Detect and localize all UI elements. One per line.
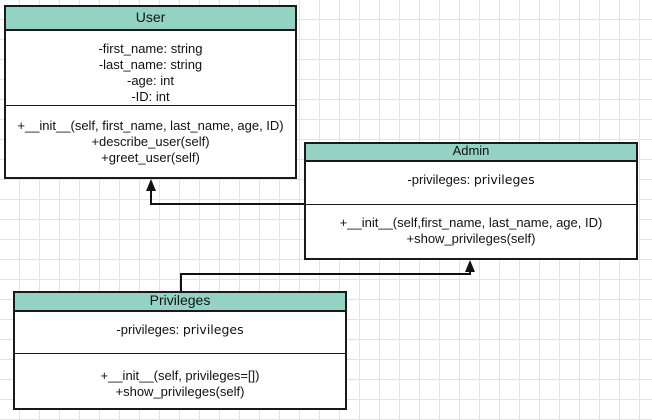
- admin-to-user-connector: [150, 191, 304, 205]
- class-user-attributes: -first_name: string -last_name: string -…: [6, 31, 295, 106]
- operation-show-privileges: +show_privileges(self): [406, 231, 536, 246]
- class-admin-name: Admin: [306, 144, 636, 162]
- privileges-to-admin-connector: [180, 272, 471, 291]
- admin-arrowhead: [465, 260, 475, 272]
- attribute-first-name: -first_name: string: [98, 41, 203, 56]
- operation-describe-user: +describe_user(self): [91, 134, 210, 149]
- class-privileges[interactable]: Privileges -privileges: privileges +__in…: [13, 291, 347, 410]
- class-user-name: User: [6, 7, 295, 31]
- operation-init: +__init__(self,first_name, last_name, ag…: [339, 215, 603, 230]
- attribute-id: -ID: int: [131, 89, 170, 104]
- class-privileges-name: Privileges: [15, 293, 345, 312]
- attribute-privileges-type: privileges: [182, 322, 244, 337]
- attribute-privileges-label: -privileges:: [116, 322, 180, 337]
- class-privileges-attributes: -privileges: privileges: [15, 312, 345, 354]
- class-user-operations: +__init__(self, first_name, last_name, a…: [6, 106, 295, 166]
- attribute-last-name: -last_name: string: [98, 57, 203, 72]
- class-privileges-operations: +__init__(self, privileges=[]) +show_pri…: [15, 354, 345, 400]
- attribute-privileges: -privileges: privileges: [15, 322, 345, 338]
- user-arrowhead: [146, 179, 156, 191]
- operation-show-privileges: +show_privileges(self): [115, 384, 245, 399]
- attribute-privileges-label: -privileges:: [407, 172, 471, 187]
- class-admin-operations: +__init__(self,first_name, last_name, ag…: [306, 205, 636, 247]
- operation-greet-user: +greet_user(self): [101, 150, 200, 165]
- class-admin-attributes: -privileges: privileges: [306, 162, 636, 205]
- class-admin[interactable]: Admin -privileges: privileges +__init__(…: [304, 142, 638, 260]
- class-user[interactable]: User -first_name: string -last_name: str…: [4, 5, 297, 179]
- operation-init: +__init__(self, first_name, last_name, a…: [17, 118, 284, 133]
- operation-init: +__init__(self, privileges=[]): [100, 368, 260, 383]
- attribute-privileges-type: privileges: [473, 172, 535, 187]
- attribute-age: -age: int: [127, 73, 174, 88]
- attribute-privileges: -privileges: privileges: [306, 172, 636, 188]
